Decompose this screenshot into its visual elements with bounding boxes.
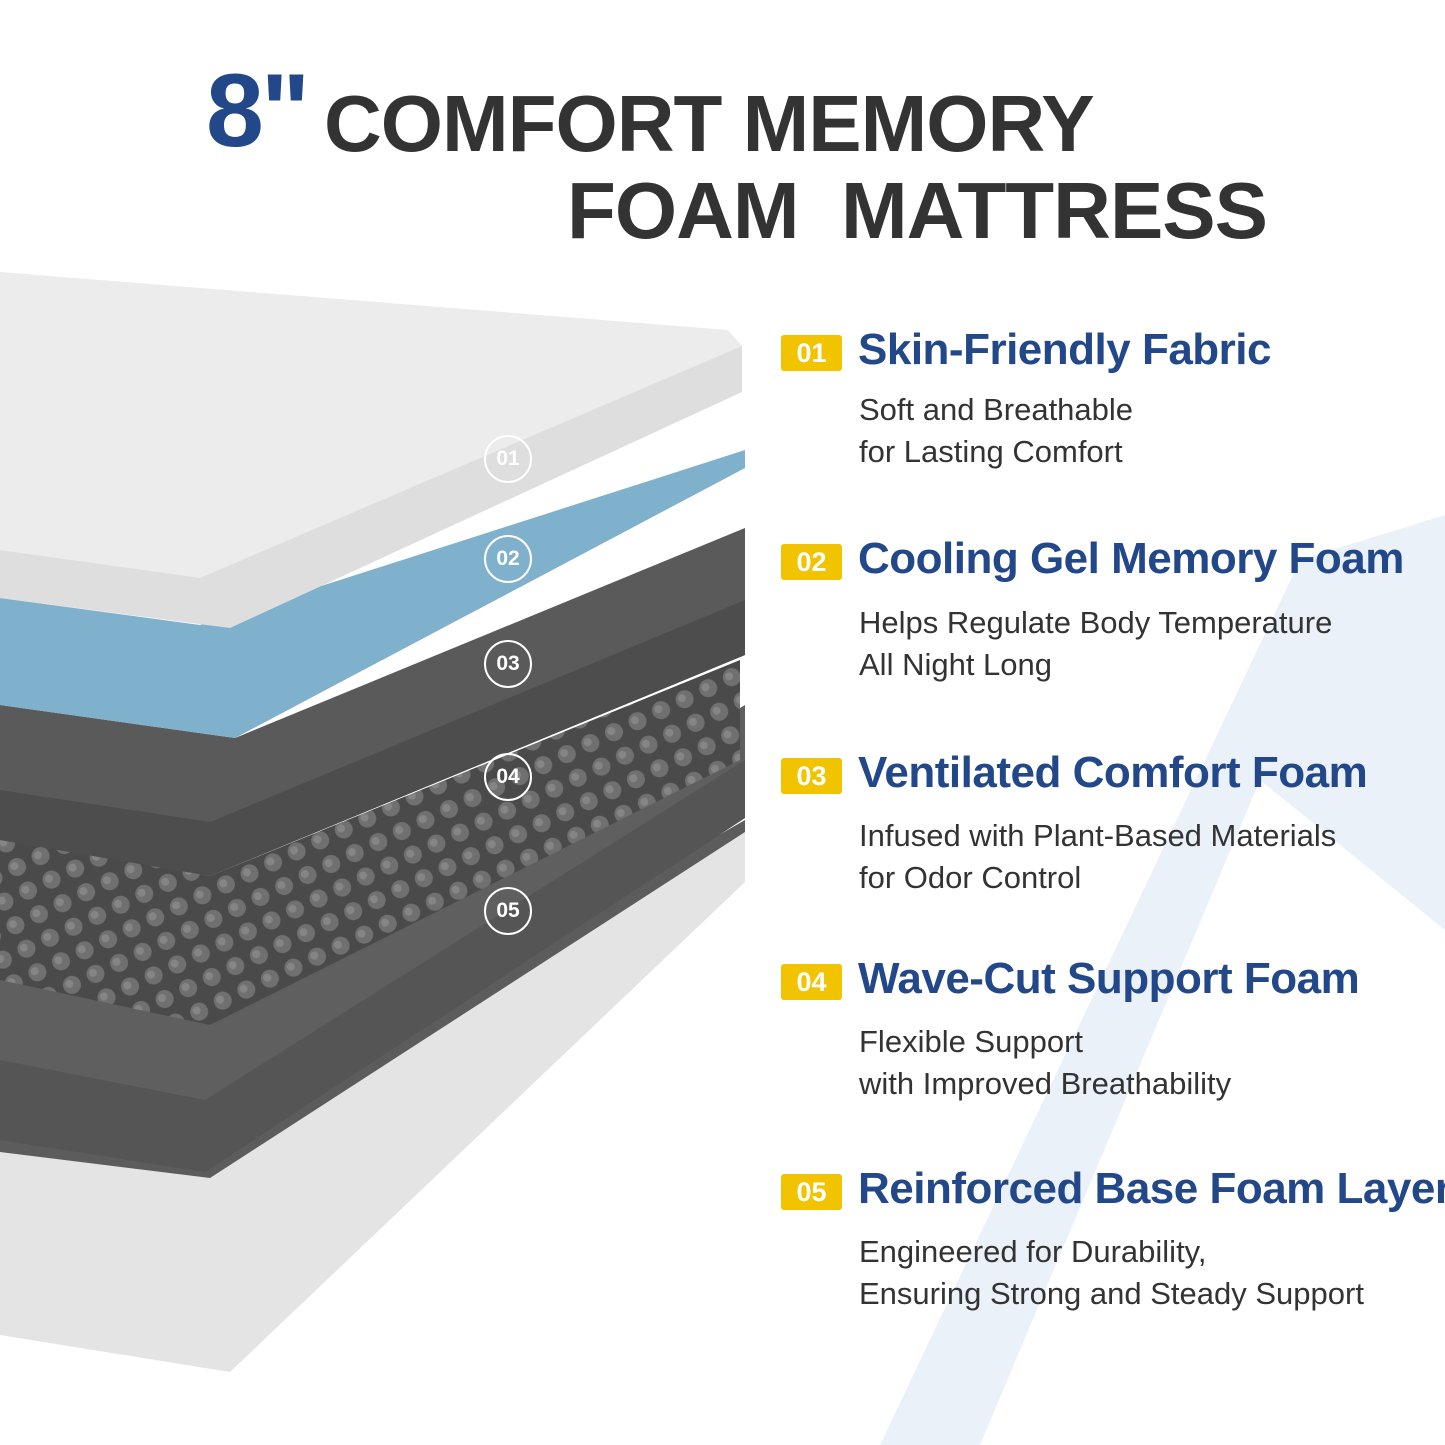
- page-title-line2: FOAM MATTRESS: [567, 166, 1268, 255]
- desc-line: for Lasting Comfort: [859, 434, 1123, 469]
- feature-title: Reinforced Base Foam Layer: [858, 1164, 1445, 1213]
- desc-line: Infused with Plant-Based Materials: [859, 818, 1337, 853]
- wave-cut-foam-layer: [0, 612, 740, 1025]
- desc-line: with Improved Breathability: [859, 1066, 1232, 1101]
- feature-badge: 02: [781, 544, 842, 580]
- fabric-layer-side: [0, 346, 742, 628]
- layer-marker-03: 03: [484, 640, 532, 688]
- desc-line: All Night Long: [859, 647, 1053, 682]
- feature-title: Wave-Cut Support Foam: [858, 954, 1360, 1003]
- feature-badge: 03: [781, 758, 842, 794]
- base-layer-side: [0, 828, 745, 1372]
- background-swoosh: [880, 515, 1445, 1445]
- feature-badge: 04: [781, 964, 842, 1000]
- page-title-line1: COMFORT MEMORY: [324, 79, 1095, 168]
- cooling-gel-layer: [0, 450, 745, 738]
- desc-line: Ensuring Strong and Steady Support: [859, 1276, 1364, 1311]
- feature-title: Cooling Gel Memory Foam: [858, 534, 1404, 583]
- fabric-layer-top: [0, 272, 742, 580]
- desc-line: Soft and Breathable: [859, 392, 1134, 427]
- feature-title: Skin-Friendly Fabric: [858, 325, 1271, 374]
- feature-badge: 01: [781, 335, 842, 371]
- feature-badge: 05: [781, 1174, 842, 1210]
- feature-desc: Soft and Breathable for Lasting Comfort: [859, 389, 1133, 473]
- desc-line: for Odor Control: [859, 860, 1082, 895]
- feature-desc: Engineered for Durability, Ensuring Stron…: [859, 1231, 1364, 1315]
- layer-marker-01: 01: [484, 435, 532, 483]
- ventilated-foam-side: [0, 600, 745, 876]
- desc-line: Flexible Support: [859, 1024, 1084, 1059]
- layer-marker-02: 02: [484, 535, 532, 583]
- feature-title: Ventilated Comfort Foam: [858, 748, 1368, 797]
- layer-marker-04: 04: [484, 753, 532, 801]
- ventilated-foam-layer: [0, 528, 745, 876]
- layer-marker-05: 05: [484, 887, 532, 935]
- feature-desc: Flexible Support with Improved Breathabil…: [859, 1021, 1231, 1105]
- desc-line: Engineered for Durability,: [859, 1234, 1207, 1269]
- mattress-size: 8": [206, 53, 310, 169]
- support-foam-side: [0, 760, 745, 1172]
- desc-line: Helps Regulate Body Temperature: [859, 605, 1333, 640]
- feature-desc: Infused with Plant-Based Materials for Od…: [859, 815, 1336, 899]
